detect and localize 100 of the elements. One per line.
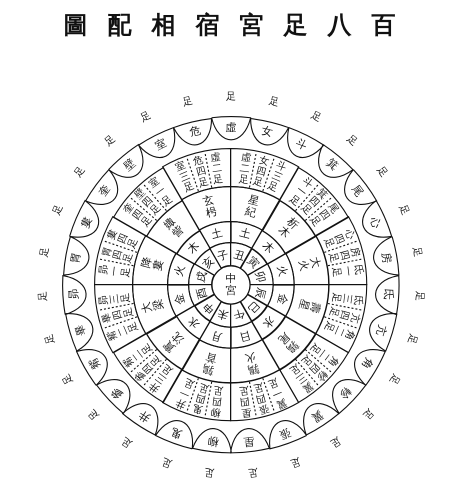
sector-text: 虛二足 [210,152,224,186]
mansion-text: 奎 [96,183,114,200]
sector-text: 木 [260,240,276,256]
outer-note: 足 [397,204,412,218]
sector-text: 金 [274,292,289,306]
mansion-text: 星 [243,434,256,448]
sector-text: 娵訾 [162,216,186,240]
mansion-text: 角 [358,356,375,372]
outer-note: 足 [308,109,323,124]
outer-note: 足 [86,406,102,422]
outer-note: 足 [120,435,135,450]
mansion-text: 女 [260,125,274,140]
sector-text: 戌 [194,270,209,284]
mansion-text: 張 [277,424,292,440]
sector-text: 昴三足 [98,292,132,306]
sector-text: 土 [210,227,224,242]
ring-sector [167,284,196,318]
outer-note: 足 [39,246,52,258]
sector-text: 火 [173,264,188,278]
mansion-text: 氐 [381,288,394,300]
ring-sector [198,320,232,349]
sector-text: 析木 [275,216,300,240]
outer-note: 足 [181,95,194,108]
sector-text: 子 [216,248,230,263]
mansion-text: 斗 [294,136,310,153]
sector-text: 虛二足 [238,152,252,186]
sector-text: 星紀 [243,194,260,220]
outer-note: 足 [160,455,174,469]
outer-note: 足 [374,165,390,180]
sector-text: 寅 [244,255,261,272]
outer-note: 足 [410,246,423,258]
sector-text: 星四足 [238,384,252,418]
sector-text: 鶉火 [243,350,260,376]
ring-sector [167,252,196,286]
sector-text: 丑 [232,248,246,263]
sector-text: 木 [186,240,202,256]
mansion-text: 井 [136,408,153,424]
sector-text: 土 [238,227,252,242]
outer-note: 足 [204,466,215,478]
sector-text: 月 [210,328,224,343]
outer-note: 足 [344,133,360,148]
sector-text: 氐三足 [330,292,364,306]
outer-note: 足 [360,406,376,422]
sector-text: 亥 [201,255,218,272]
outer-note: 足 [226,91,236,102]
mansion-text: 危 [188,125,202,140]
mansion-text: 尾 [348,183,366,200]
outer-note: 足 [50,204,65,218]
outer-note: 足 [37,290,49,302]
sector-text: 申 [201,298,218,315]
outer-note: 足 [60,372,76,386]
mansion-text: 軫 [337,384,354,401]
mansion-text: 虛 [225,122,236,134]
outer-note: 足 [413,290,425,302]
sector-text: 卯 [253,270,268,284]
sector-text: 玄枵 [202,194,219,220]
outer-note: 足 [247,466,258,478]
outer-note: 足 [139,109,154,124]
outer-note: 足 [327,435,342,450]
sector-text: 水 [260,314,276,330]
outer-note: 足 [44,332,58,346]
mansion-text: 壁 [122,156,138,173]
title: 圖配相宿宮足八百 [64,10,416,39]
sector-text: 酉 [194,286,209,300]
sector-text: 金 [173,292,188,306]
sector-text: 未 [216,307,230,322]
ring-sector [230,221,264,250]
ring-sector [266,284,295,318]
mansion-text: 心 [367,215,383,230]
sector-text: 柳四足 [210,384,224,418]
ring-sector [266,252,295,286]
sector-text: 巳 [244,298,261,315]
outer-note: 足 [288,455,302,469]
mansion-text: 亢 [374,323,389,338]
mansion-text: 鬼 [170,424,185,440]
sector-text: 火 [274,264,289,278]
mansion-text: 畢 [73,323,88,338]
ring-sector [198,221,232,250]
sector-text: 氐一足 [330,264,364,278]
mansion-text: 室 [152,136,168,153]
mansion-text: 婁 [79,215,95,230]
mansion-text: 觜 [87,356,103,372]
mansion-text: 翼 [309,408,326,424]
sector-text: 鶉尾 [275,329,300,354]
outer-note: 足 [72,165,88,180]
outer-note: 足 [386,372,402,386]
sector-text: 大火 [296,256,322,273]
sector-text: 水 [186,314,202,330]
sector-text: 日 [238,328,252,343]
mansion-text: 房 [378,251,393,264]
mansion-text: 昴 [68,288,81,300]
mansion-text: 箕 [324,156,340,173]
sector-text: 降婁 [140,256,166,273]
ring-sector [230,320,264,349]
outer-note: 足 [102,133,118,148]
sector-text: 壽星 [296,297,322,314]
sector-text: 實沈 [162,329,186,354]
sector-text: 鶉首 [202,350,219,376]
mansion-text: 參 [108,384,125,401]
outer-note: 足 [404,332,418,346]
